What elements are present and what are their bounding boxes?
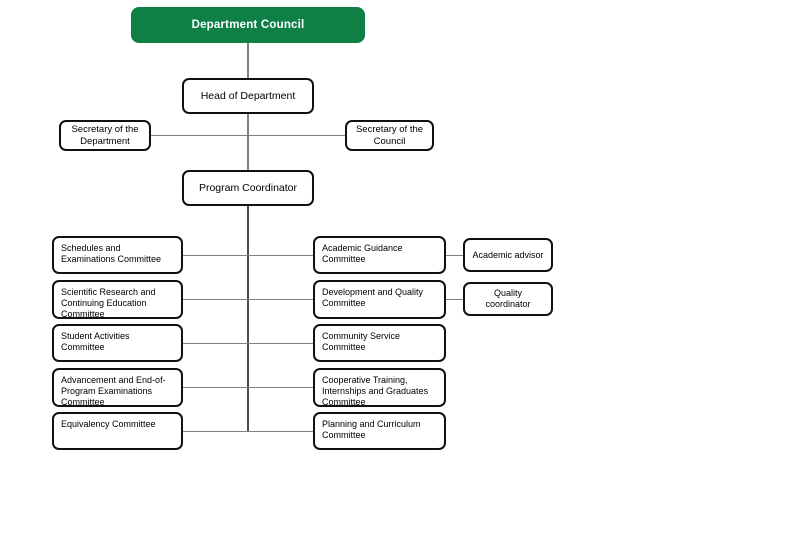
node-label: Development and Quality Committee <box>322 287 424 308</box>
node-quality-coordinator[interactable]: Quality coordinator <box>463 282 553 316</box>
node-schedules-and-examinations-committee[interactable]: Schedules and Examinations Committee <box>52 236 183 274</box>
connector-secretary-left <box>150 135 248 136</box>
node-label: Department Council <box>191 18 305 31</box>
node-label: Community Service Committee <box>322 331 401 352</box>
node-head-of-department[interactable]: Head of Department <box>182 78 314 114</box>
node-equivalency-committee[interactable]: Equivalency Committee <box>52 412 183 450</box>
connector-middle-committee-3 <box>247 343 313 344</box>
connector-academic-advisor <box>446 255 463 256</box>
node-label: Planning and Curriculum Committee <box>322 419 421 440</box>
node-label: Cooperative Training, Internships and Gr… <box>322 375 429 407</box>
node-label: Equivalency Committee <box>61 419 156 429</box>
connector-council-to-head <box>247 41 249 81</box>
node-label: Head of Department <box>200 89 296 102</box>
node-academic-advisor[interactable]: Academic advisor <box>463 238 553 272</box>
node-label: Academic advisor <box>472 249 544 260</box>
node-program-coordinator[interactable]: Program Coordinator <box>182 170 314 206</box>
node-label: Scientific Research and Continuing Educa… <box>61 287 156 319</box>
connector-secretary-right <box>247 135 345 136</box>
node-planning-and-curriculum-committee[interactable]: Planning and Curriculum Committee <box>313 412 446 450</box>
connector-left-committee-3 <box>183 343 248 344</box>
node-label: Quality coordinator <box>485 288 531 309</box>
node-department-council[interactable]: Department Council <box>131 7 365 43</box>
node-secretary-of-the-department[interactable]: Secretary of the Department <box>59 120 151 151</box>
node-advancement-and-end-of-program-examinations-committee[interactable]: Advancement and End-of-Program Examinati… <box>52 368 183 407</box>
node-label: Academic Guidance Committee <box>322 243 403 264</box>
connector-coordinator-trunk <box>247 171 249 432</box>
connector-left-committee-2 <box>183 299 248 300</box>
node-cooperative-training-internships-and-graduates-committee[interactable]: Cooperative Training, Internships and Gr… <box>313 368 446 407</box>
node-community-service-committee[interactable]: Community Service Committee <box>313 324 446 362</box>
connector-middle-committee-1 <box>247 255 313 256</box>
node-label: Secretary of the Council <box>355 123 424 147</box>
node-development-and-quality-committee[interactable]: Development and Quality Committee <box>313 280 446 319</box>
connector-left-committee-4 <box>183 387 248 388</box>
node-secretary-of-the-council[interactable]: Secretary of the Council <box>345 120 434 151</box>
node-student-activities-committee[interactable]: Student Activities Committee <box>52 324 183 362</box>
node-label: Schedules and Examinations Committee <box>61 243 162 264</box>
node-scientific-research-and-continuing-education-committee[interactable]: Scientific Research and Continuing Educa… <box>52 280 183 319</box>
connector-middle-committee-2 <box>247 299 313 300</box>
connector-quality-coordinator <box>446 299 463 300</box>
node-label: Program Coordinator <box>198 181 298 194</box>
node-academic-guidance-committee[interactable]: Academic Guidance Committee <box>313 236 446 274</box>
node-label: Student Activities Committee <box>61 331 130 352</box>
node-label: Secretary of the Department <box>71 123 139 147</box>
connector-left-committee-1 <box>183 255 248 256</box>
node-label: Advancement and End-of-Program Examinati… <box>61 375 166 407</box>
connector-left-committee-5 <box>183 431 248 432</box>
connector-middle-committee-4 <box>247 387 313 388</box>
connector-middle-committee-5 <box>247 431 313 432</box>
connector-head-to-coordinator <box>247 81 249 171</box>
